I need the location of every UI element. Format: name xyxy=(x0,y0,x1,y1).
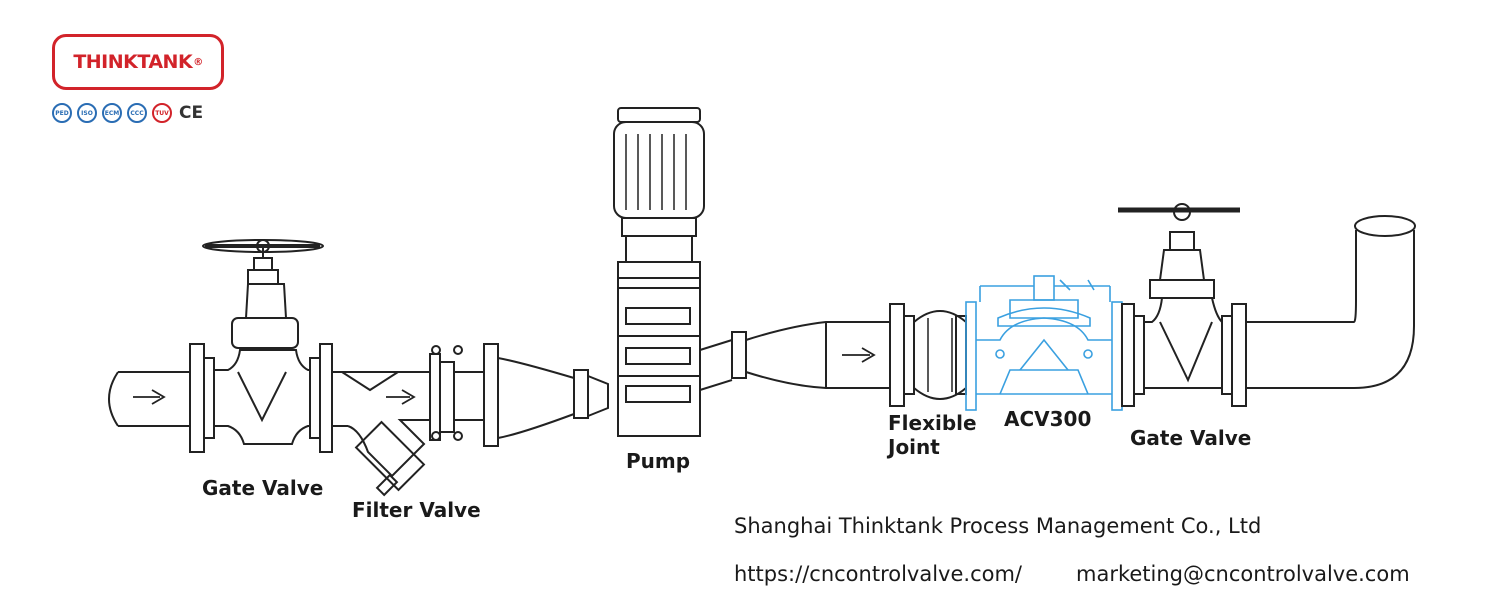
website-link[interactable]: https://cncontrolvalve.com/ xyxy=(734,562,1023,586)
ecm-badge-icon: ECM xyxy=(102,103,122,123)
ped-badge-icon: PED xyxy=(52,103,72,123)
label-filter-valve: Filter Valve xyxy=(352,498,481,522)
flexible-joint xyxy=(889,303,967,407)
label-acv300: ACV300 xyxy=(1004,407,1092,431)
label-gate-valve-right: Gate Valve xyxy=(1130,426,1252,450)
gate-valve-right xyxy=(1118,203,1247,407)
label-gate-valve-left: Gate Valve xyxy=(202,476,324,500)
ce-mark-icon: CE xyxy=(179,103,204,123)
thinktank-logo: THINKTANK® xyxy=(52,34,224,90)
reducer-pipe xyxy=(731,321,890,389)
tuv-badge-icon: TUV xyxy=(152,103,172,123)
email-link[interactable]: marketing@cncontrolvalve.com xyxy=(1076,562,1410,586)
company-name: Shanghai Thinktank Process Management Co… xyxy=(734,514,1262,538)
pipe-segment-1 xyxy=(332,371,430,427)
gate-valve-left xyxy=(189,239,333,453)
registered-mark: ® xyxy=(193,56,203,68)
iso-badge-icon: ISO xyxy=(77,103,97,123)
label-pump: Pump xyxy=(626,449,691,473)
label-flexible-joint-line1: Flexible xyxy=(888,411,977,435)
label-flexible-joint-line2: Joint xyxy=(888,435,940,459)
inlet-pipe xyxy=(108,371,190,427)
ccc-badge-icon: CCC xyxy=(127,103,147,123)
certification-badges: PED ISO ECM CCC TUV CE xyxy=(52,102,203,124)
acv300-valve xyxy=(965,275,1123,411)
filter-valve xyxy=(341,343,609,497)
pump xyxy=(613,107,733,437)
outlet-pipe xyxy=(1246,215,1416,389)
logo-brand-text: THINKTANK xyxy=(73,51,193,73)
